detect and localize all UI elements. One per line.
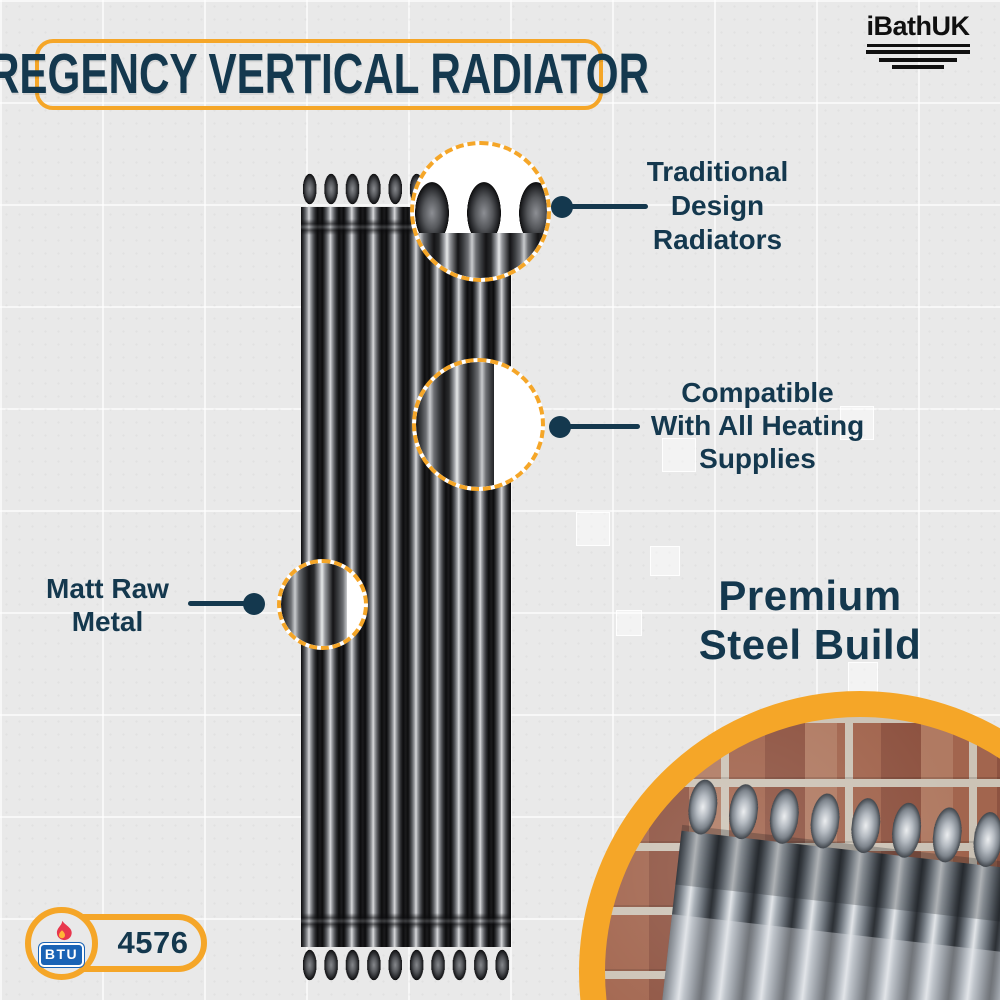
btu-value: 4576: [117, 925, 189, 960]
callout-line: [188, 601, 256, 606]
zoomed-radiator-columns: [416, 362, 494, 487]
lens-inner: [416, 362, 541, 487]
btu-label: BTU: [38, 943, 85, 967]
callout-line-text: Traditional: [646, 156, 789, 187]
background-square-decoration: [616, 610, 642, 636]
lens-inner: [414, 145, 547, 278]
zoomed-radiator-columns: [281, 563, 348, 646]
callout-line-text: With All Heating: [650, 410, 865, 441]
logo-ripple-icon: [879, 57, 957, 62]
photo-radiator-on-brick-wall: [617, 765, 1000, 1000]
background-square-decoration: [576, 512, 610, 546]
callout-compatible-heating: Compatible With All Heating Supplies: [620, 376, 895, 475]
callout-line-text: Supplies: [699, 443, 816, 474]
zoom-lens-top-detail: [410, 141, 551, 282]
radiator-bottom-caps: [299, 941, 513, 987]
brand-name: iBathUK: [866, 11, 970, 47]
callout-line-text: Design: [670, 190, 765, 221]
lens-inner: [281, 563, 364, 646]
background-square-decoration: [662, 438, 696, 472]
product-title: REGENCY VERTICAL RADIATOR: [0, 42, 650, 106]
background-square-decoration: [650, 546, 680, 576]
callout-line-text: Compatible: [681, 377, 834, 408]
logo-ripple-icon: [866, 50, 970, 55]
radiator-joint-band: [301, 913, 511, 929]
callout-line: [554, 424, 640, 429]
zoomed-radiator-columns: [414, 233, 547, 278]
product-title-banner: REGENCY VERTICAL RADIATOR: [0, 39, 649, 110]
feature-premium-steel-build: Premium Steel Build: [640, 571, 980, 669]
btu-icon-circle: BTU: [25, 907, 98, 980]
background-square-decoration: [848, 662, 878, 692]
zoomed-radiator-caps: [414, 169, 547, 239]
callout-line: [556, 204, 648, 209]
feature-line-text: Steel Build: [698, 621, 922, 668]
background-square-decoration: [840, 406, 874, 440]
feature-line-text: Premium: [718, 572, 902, 619]
callout-traditional-design: Traditional Design Radiators: [605, 155, 830, 257]
lifestyle-photo-circle: [579, 691, 1000, 1000]
btu-rating-badge: 4576 BTU: [25, 907, 207, 981]
callout-line-text: Metal: [71, 606, 144, 637]
zoom-lens-middle-detail: [412, 358, 545, 491]
brand-logo: iBathUK: [856, 11, 980, 70]
callout-line-text: Matt Raw: [46, 573, 169, 604]
callout-matt-raw-metal: Matt Raw Metal: [15, 572, 200, 638]
callout-line-text: Radiators: [652, 224, 783, 255]
callout-dot: [243, 593, 265, 615]
flame-icon: [56, 920, 72, 941]
logo-ripple-icon: [892, 65, 944, 70]
zoom-lens-finish-detail: [277, 559, 368, 650]
